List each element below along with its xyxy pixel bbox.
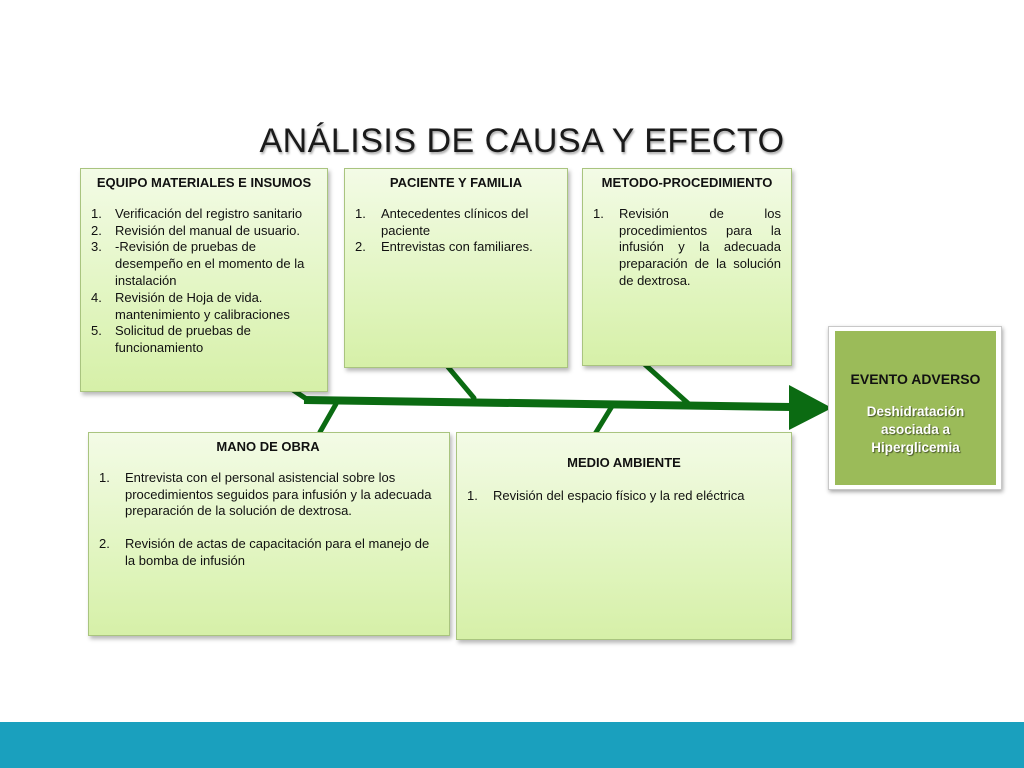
cause-title-medio-ambiente: MEDIO AMBIENTE [567,455,681,470]
effect-box: EVENTO ADVERSO Deshidratación asociada a… [835,331,996,485]
bone-mano [317,401,339,435]
cause-list-paciente: 1.Antecedentes clínicos del paciente 2.E… [355,206,557,256]
list-item: 3.-Revisión de pruebas de desempeño en e… [91,239,305,288]
list-item: 1.Verificación del registro sanitario [91,205,303,221]
cause-list-metodo: 1.Revisión de los procedimientos para la… [593,206,781,290]
cause-title-mano-de-obra: MANO DE OBRA [216,439,320,454]
list-item: 1.Revisión del espacio físico y la red e… [467,487,745,503]
slide-title: ANÁLISIS DE CAUSA Y EFECTO [259,122,785,160]
list-item: 1.Antecedentes clínicos del paciente [355,205,529,238]
list-item: 2.Revisión de actas de capacitación para… [99,536,430,568]
bone-paciente [445,364,477,401]
effect-frame: EVENTO ADVERSO Deshidratación asociada a… [828,326,1002,490]
cause-title-equipo: EQUIPO MATERIALES E INSUMOS [96,175,312,190]
cause-box-medio-ambiente: MEDIO AMBIENTE 1.Revisión del espacio fí… [456,432,792,640]
list-item: 5.Solicitud de pruebas de funcionamiento [91,323,251,356]
spine-arrowhead [789,385,832,430]
cause-box-paciente: PACIENTE Y FAMILIA 1.Antecedentes clínic… [344,168,568,368]
cause-list-equipo: 1.Verificación del registro sanitario 2.… [91,206,317,357]
list-item: 2.Entrevistas con familiares. [355,239,533,255]
cause-box-mano-de-obra: MANO DE OBRA 1.Entrevista con el persona… [88,432,450,636]
cause-title-metodo: METODO-PROCEDIMIENTO [601,175,773,190]
cause-list-medio-ambiente: 1.Revisión del espacio físico y la red e… [467,488,781,505]
cause-title-paciente: PACIENTE Y FAMILIA [389,175,523,190]
list-item: 1.Revisión de los procedimientos para la… [593,205,781,288]
list-item: 1.Entrevista con el personal asistencial… [99,469,432,519]
effect-description: Deshidratación asociada a Hiperglicemia [866,404,965,455]
list-item: 2.Revisión del manual de usuario. [91,222,300,238]
cause-list-mano-de-obra: 1.Entrevista con el personal asistencial… [99,470,437,570]
cause-box-equipo: EQUIPO MATERIALES E INSUMOS 1.Verificaci… [80,168,328,392]
cause-box-metodo: METODO-PROCEDIMIENTO 1.Revisión de los p… [582,168,792,366]
footer-bar [0,722,1024,768]
spine-line [303,396,793,411]
effect-title: EVENTO ADVERSO [850,371,981,387]
bone-metodo [638,358,693,408]
list-item: 4.Revisión de Hoja de vida. mantenimient… [91,289,290,322]
